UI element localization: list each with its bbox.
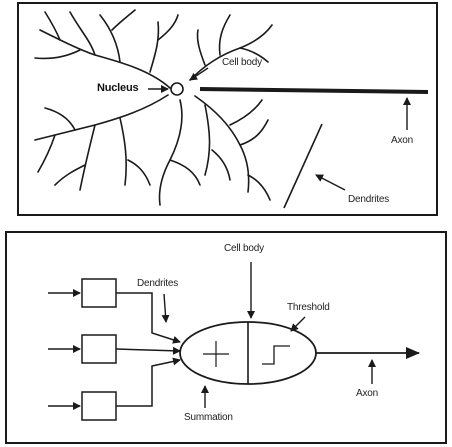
- label-summation: Summation: [184, 412, 233, 423]
- axon-line: [200, 89, 428, 92]
- dendrites-arrow: [316, 175, 345, 190]
- dendrite-tree: [35, 10, 272, 205]
- label-dendrites-top: Dendrites: [348, 194, 389, 205]
- dendrite-segment: [284, 124, 322, 208]
- label-axon-top: Axon: [391, 135, 413, 146]
- label-axon-bottom: Axon: [356, 388, 378, 399]
- nucleus-circle: [171, 83, 183, 95]
- label-dendrites-bottom: Dendrites: [137, 278, 178, 289]
- label-nucleus: Nucleus: [97, 82, 138, 94]
- label-threshold: Threshold: [287, 302, 330, 313]
- cell-body-arrow: [190, 68, 208, 80]
- label-cell-body-bottom: Cell body: [224, 243, 264, 254]
- label-cell-body-top: Cell body: [222, 57, 262, 68]
